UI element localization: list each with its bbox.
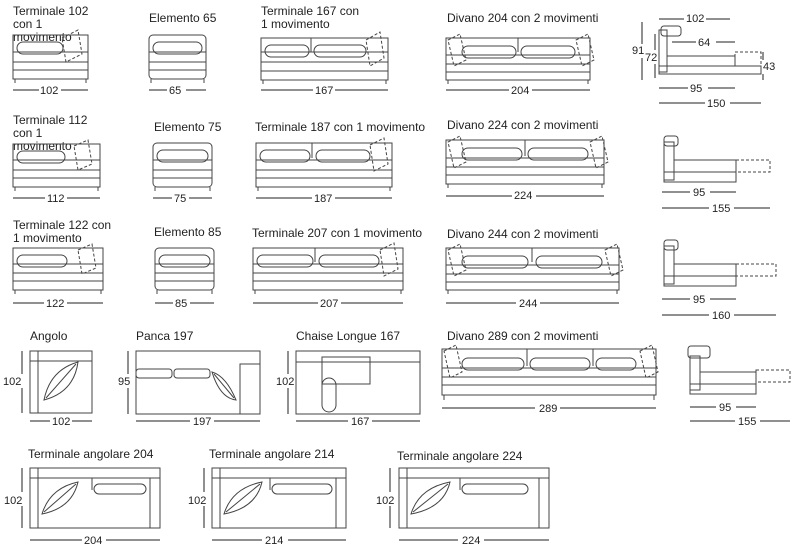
side2-dim-95: 95 (693, 187, 706, 199)
title-divano-289: Divano 289 con 2 movimenti (447, 329, 599, 343)
drawing-elemento-65 (148, 34, 207, 91)
dim-ang-224-depth: 102 (376, 495, 395, 507)
side4-dim-95: 95 (719, 402, 732, 414)
dim-85: 85 (175, 298, 188, 310)
dim-112: 112 (47, 193, 65, 205)
title-terminale-167: Terminale 167 con 1 movimento (261, 4, 360, 31)
drawing-terminale-167 (260, 31, 389, 91)
dim-224: 224 (514, 190, 533, 202)
title-terminale-122: Terminale 122 con 1 movimento (13, 218, 112, 245)
side3-dim-160: 160 (712, 310, 731, 322)
dim-102: 102 (40, 85, 59, 97)
side-dim-91: 91 (632, 45, 645, 57)
dim-289: 289 (539, 403, 558, 415)
side-dim-72: 72 (645, 52, 658, 64)
title-divano-244: Divano 244 con 2 movimenti (447, 227, 599, 241)
drawing-terminale-207 (252, 242, 404, 304)
drawing-panca-197 (127, 350, 261, 422)
dim-ang-214-depth: 102 (188, 495, 207, 507)
dim-ang-204-width: 204 (84, 535, 103, 547)
drawing-elemento-75 (152, 142, 213, 199)
title-angolo: Angolo (30, 329, 68, 343)
title-terminale-angolare-224: Terminale angolare 224 (397, 449, 523, 463)
drawing-elemento-85 (154, 247, 215, 304)
drawing-chaise-longue-167 (287, 350, 421, 422)
title-terminale-angolare-214: Terminale angolare 214 (209, 447, 335, 461)
dim-chaise-depth: 102 (276, 376, 295, 388)
drawing-terminale-angolare-214 (203, 467, 347, 541)
title-terminale-207: Terminale 207 con 1 movimento (252, 226, 423, 240)
title-terminale-102: Terminale 102 con 1 movimento (13, 4, 89, 44)
side3-dim-95: 95 (693, 294, 706, 306)
drawing-terminale-angolare-204 (21, 467, 161, 541)
drawing-terminale-angolare-224 (389, 467, 550, 541)
dim-panca-depth: 95 (118, 376, 131, 388)
side-dim-95: 95 (690, 83, 703, 95)
side2-dim-155: 155 (712, 203, 731, 215)
dim-angolo-depth: 102 (3, 376, 22, 388)
side-view-1 (641, 18, 764, 104)
drawing-divano-289 (441, 344, 659, 409)
dim-angolo-width: 102 (52, 416, 71, 428)
dim-65: 65 (169, 85, 182, 97)
title-panca-197: Panca 197 (136, 329, 194, 343)
side-view-2 (662, 135, 771, 209)
title-divano-224: Divano 224 con 2 movimenti (447, 118, 599, 132)
dim-244: 244 (519, 298, 538, 310)
drawing-terminale-122 (12, 243, 104, 304)
dim-ang-224-width: 224 (462, 535, 481, 547)
drawing-divano-224 (445, 135, 609, 197)
drawing-terminale-187 (255, 137, 393, 199)
drawing-divano-244 (445, 243, 624, 304)
side-view-3 (662, 239, 777, 316)
side-dim-102: 102 (686, 13, 705, 25)
dim-chaise-width: 167 (351, 416, 370, 428)
title-terminale-112: Terminale 112 con 1 movimento (13, 113, 88, 153)
side-dim-150: 150 (707, 98, 726, 110)
drawing-divano-204 (445, 33, 595, 91)
title-elemento-75: Elemento 75 (154, 120, 222, 134)
side-dim-64: 64 (698, 37, 711, 49)
side-dim-43: 43 (763, 61, 776, 73)
side4-dim-155: 155 (738, 416, 757, 428)
title-terminale-angolare-204: Terminale angolare 204 (28, 447, 154, 461)
title-elemento-65: Elemento 65 (149, 11, 217, 25)
dim-ang-214-width: 214 (265, 535, 284, 547)
title-elemento-85: Elemento 85 (154, 225, 222, 239)
dim-207: 207 (320, 298, 339, 310)
dim-panca-width: 197 (193, 416, 212, 428)
title-chaise-longue-167: Chaise Longue 167 (296, 329, 401, 343)
dim-75: 75 (174, 193, 187, 205)
side-view-4 (687, 345, 791, 422)
drawing-terminale-112 (12, 139, 101, 199)
dim-187: 187 (314, 193, 333, 205)
title-terminale-187: Terminale 187 con 1 movimento (255, 120, 426, 134)
drawing-angolo (21, 350, 93, 422)
drawing-terminale-102 (12, 29, 89, 91)
dim-204: 204 (511, 85, 530, 97)
dim-ang-204-depth: 102 (4, 495, 23, 507)
dim-167: 167 (315, 85, 334, 97)
title-divano-204: Divano 204 con 2 movimenti (447, 11, 599, 25)
dim-122: 122 (46, 298, 65, 310)
